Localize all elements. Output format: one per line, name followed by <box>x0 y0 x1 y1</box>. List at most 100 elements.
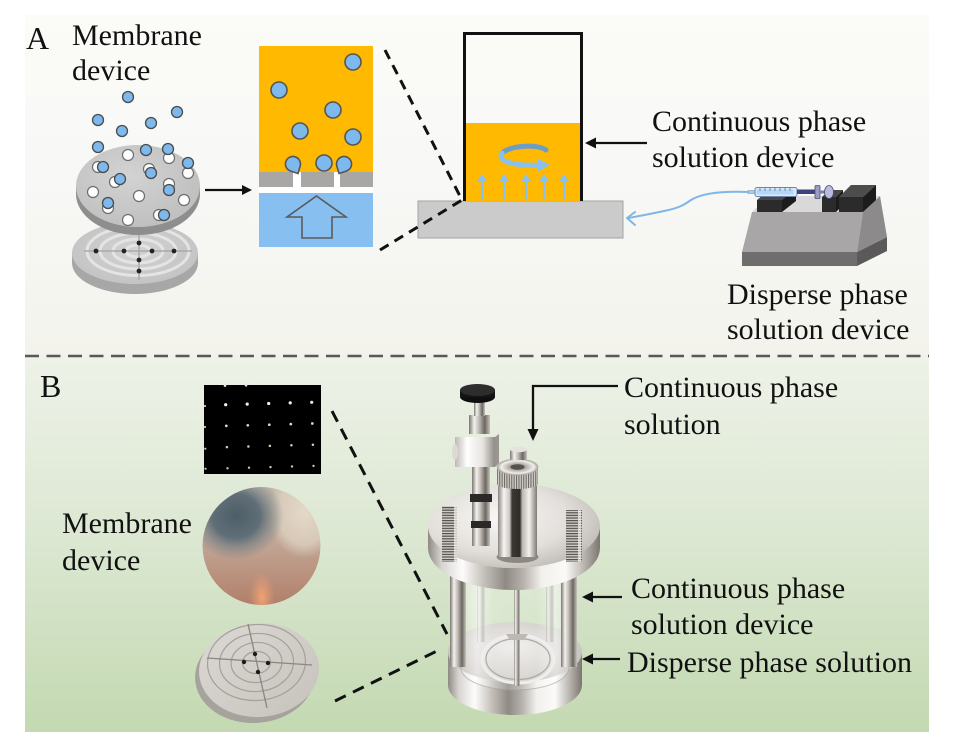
tubing-arrowhead-left-icon <box>626 211 636 226</box>
micrograph-pore <box>225 445 229 449</box>
block-front <box>839 197 863 212</box>
micrograph-pore <box>223 384 227 387</box>
droplet <box>161 142 175 156</box>
droplet <box>139 143 153 157</box>
valve-stem <box>472 466 490 546</box>
rotate-arrow-front <box>498 150 542 168</box>
funnel-column <box>498 484 537 557</box>
valve-spindle <box>474 400 485 416</box>
membrane-photo <box>202 487 321 605</box>
micrograph-pore <box>311 443 315 446</box>
droplet <box>144 116 158 130</box>
droplet <box>324 101 342 119</box>
tie-rod-front <box>561 575 577 667</box>
membrane-disk-surface <box>76 145 200 227</box>
disperse-phase-solution-pointer-arrow <box>582 653 620 665</box>
support-plate-channel-line <box>247 623 268 709</box>
micrograph-pore <box>269 465 272 469</box>
feed-tubing <box>626 190 750 226</box>
micrograph-pore <box>290 444 293 447</box>
feed-funnel <box>496 446 539 563</box>
valve <box>452 384 499 546</box>
block-top <box>839 185 876 197</box>
continuous-phase-device-pointer-arrow <box>582 591 622 603</box>
valve-body <box>455 437 495 467</box>
membrane-pore <box>121 213 135 227</box>
block-front <box>757 200 782 212</box>
droplet <box>96 160 110 174</box>
micrograph-pore <box>204 467 207 470</box>
membrane-photo-reflection <box>249 571 275 605</box>
continuous-phase-vessel <box>463 32 583 201</box>
micrograph-pore <box>224 403 228 407</box>
arrowhead-left-icon <box>582 591 593 603</box>
flow-arrow-up-icon <box>538 174 550 200</box>
disperse-phase-solution-label: Disperse phase solution <box>627 646 912 679</box>
continuous-phase-solution-pointer-arrow <box>527 384 618 441</box>
continuous-phase-device-label-line-1: Continuous phase <box>631 572 845 605</box>
flow-arrowhead <box>538 174 550 182</box>
support-plate-hole <box>93 248 99 254</box>
droplet <box>291 122 309 140</box>
pressure-arrow-up-icon <box>284 195 349 239</box>
membrane-closeup <box>259 46 373 247</box>
syringe-fluid <box>756 189 794 195</box>
syringe-plunger-stem <box>820 190 826 194</box>
membrane-device-label-line-2: device <box>62 544 140 577</box>
threaded-stud-highlight <box>578 510 581 562</box>
disperse-phase-device-label-line-2: solution device <box>727 313 909 346</box>
rising-droplets <box>91 90 195 170</box>
syringe-flange <box>814 185 821 199</box>
support-plate-groove <box>206 623 307 702</box>
rotate-arrow-back <box>499 143 549 156</box>
pump-plinth-side <box>857 237 887 266</box>
syringe-thumb-press <box>824 185 834 199</box>
valve-nut <box>471 521 491 528</box>
micrograph-pore <box>245 402 249 406</box>
support-plate-groove <box>218 632 295 693</box>
droplet <box>162 183 176 197</box>
detaching-droplet <box>284 155 302 175</box>
membrane-segment <box>340 172 373 187</box>
funnel-cap-top <box>510 446 527 453</box>
panel-a-label: A <box>26 20 49 56</box>
droplet <box>115 124 129 138</box>
syringe-graduations <box>759 188 791 191</box>
disperse-phase-device-label-line-1: Disperse phase <box>727 278 908 311</box>
micrograph-pore <box>312 464 315 468</box>
pump-plinth-front <box>742 252 857 266</box>
micrograph-pore <box>203 404 207 408</box>
arrowhead-left-icon <box>585 137 596 149</box>
droplet <box>113 172 127 186</box>
closeup-pointer-arrow <box>205 185 252 195</box>
droplet <box>101 196 115 210</box>
funnel-opening <box>510 464 525 470</box>
flow-arrowhead <box>476 174 488 182</box>
support-plate-channel-line <box>206 657 313 666</box>
block-side <box>863 185 876 212</box>
valve-knob-top <box>460 384 495 396</box>
panel-b-label: B <box>40 368 61 404</box>
membrane-photo-coating <box>202 487 284 560</box>
droplet <box>344 53 362 71</box>
continuous-phase-solution-label-line-1: Continuous phase <box>624 371 838 404</box>
membrane-segment <box>259 172 293 187</box>
valve-nut <box>470 494 492 502</box>
micrograph-pore <box>226 467 229 470</box>
droplet <box>181 156 195 170</box>
support-plate-photo <box>195 622 319 724</box>
membrane-module-base <box>417 200 624 239</box>
block-front <box>822 197 836 212</box>
micrograph-pore <box>268 444 272 448</box>
membrane-pore <box>177 193 191 207</box>
droplet <box>270 81 288 99</box>
micrograph-pore <box>267 423 271 427</box>
membrane-device-label-line-1: Membrane <box>72 19 202 52</box>
flow-arrow-up-icon <box>520 174 532 200</box>
support-plate-hole <box>121 248 127 254</box>
support-plate-hole <box>241 659 247 665</box>
threaded-stud-highlight <box>454 506 457 562</box>
zoom-guide-line <box>334 647 442 703</box>
micrograph-pore <box>246 423 250 427</box>
